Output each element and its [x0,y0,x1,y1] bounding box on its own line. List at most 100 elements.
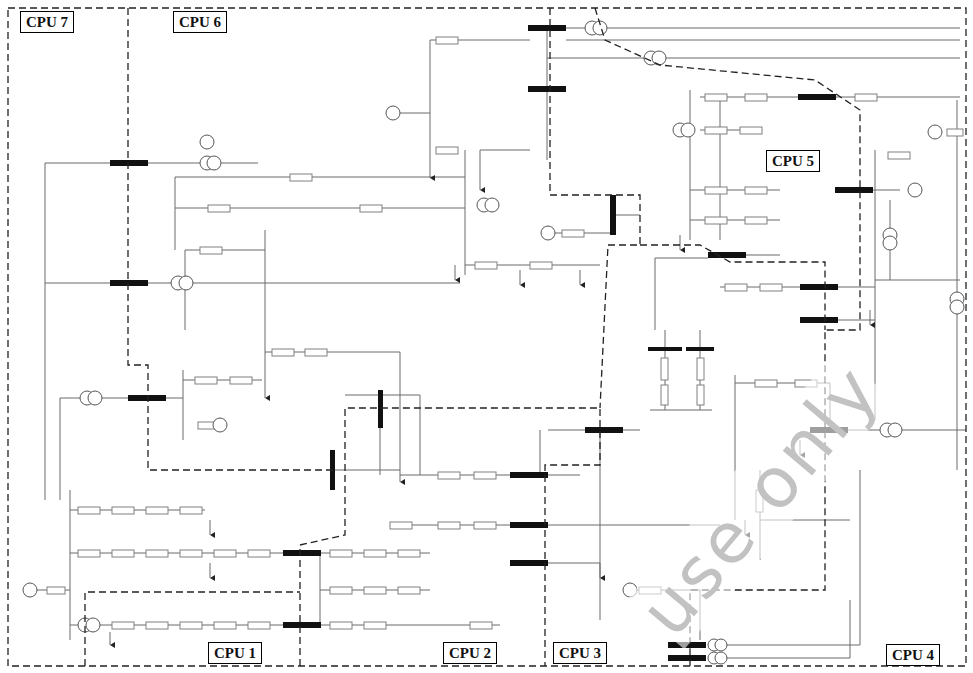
bus-bar [283,550,321,556]
bus-bar [585,427,623,433]
impedance-box [290,174,312,181]
bus-bar [528,25,566,31]
bus-bar [798,94,836,100]
impedance-box [112,622,134,629]
bus-bar [528,86,566,92]
partition-boundary [550,8,640,408]
generator-symbol [386,106,400,120]
impedance-box [360,205,382,212]
region-name: CPU 5 [772,153,814,169]
region-label: CPU 7 [20,11,74,33]
impedance-box [470,622,492,629]
transformer-symbol [715,652,727,664]
impedance-box [146,550,168,557]
impedance-box [208,205,230,212]
bus-bar [648,347,682,351]
impedance-box [438,522,460,529]
impedance-box [364,550,386,557]
impedance-box [146,507,168,514]
wire [175,177,465,250]
region-label: CPU 1 [208,642,262,664]
wire [547,28,960,160]
load-arrow [400,470,401,482]
impedance-box [474,472,496,479]
load-arrow [600,563,601,578]
load-arrow [580,270,581,285]
transformer-symbol [207,156,221,170]
impedance-box [530,262,552,269]
impedance-box [436,37,458,44]
transformer-symbol [78,21,964,664]
partition-boundary [8,8,966,666]
wire [655,255,875,330]
impedance-box [740,127,762,134]
transformer-symbol [485,198,499,212]
wire [465,150,640,275]
impedance-box [398,550,420,557]
impedance-box [214,550,236,557]
transformer-symbol [888,423,902,437]
region-name: CPU 6 [179,14,221,30]
impedance-box [112,507,134,514]
partition-boundary [8,8,966,666]
impedance-box [436,147,458,154]
region-name: CPU 2 [449,645,491,661]
impedance-box [661,358,668,380]
transformer-symbol [715,639,727,651]
impedance-box [390,522,412,529]
transformer-symbol [950,300,964,314]
impedance-box [705,187,727,194]
load-arrow [455,265,456,280]
generator-symbol [213,418,227,432]
impedance-box [745,94,767,101]
generator-symbol [908,183,922,197]
impedance-box [230,377,252,384]
partition-boundary [300,408,600,666]
impedance-box [330,587,352,594]
bus-bar [110,280,148,286]
bus-bar [835,187,873,193]
load-arrow [480,175,481,190]
partition-boundary [85,592,300,666]
bus-bar [708,252,746,258]
impedance-box [705,217,727,224]
region-label: CPU 2 [443,642,497,664]
transformer-symbol [883,236,897,250]
impedance-box [180,550,202,557]
wire [37,553,320,625]
impedance-box [180,622,202,629]
impedance-box [474,522,496,529]
impedance-box [562,230,584,237]
impedance-box [200,247,222,254]
impedance-box [364,622,386,629]
transformer-symbol [652,51,666,65]
partition-boundary [128,8,335,470]
partition-boundary [640,245,825,330]
load-arrow [520,270,521,285]
impedance-box [947,129,963,136]
bus-bar [510,472,548,478]
impedance-box [760,284,782,291]
impedance-box [398,587,420,594]
impedance-box [705,94,727,101]
load-arrow [210,520,211,535]
wire [70,490,500,640]
wire [45,283,460,284]
impedance-box [78,507,100,514]
impedance-box [330,550,352,557]
impedance-box [364,587,386,594]
impedance-box [697,358,704,380]
load-arrow [430,165,431,178]
bus-bar [800,317,838,323]
impedance-box [112,550,134,557]
bus-bar [128,395,166,401]
bus-bar [378,390,383,428]
impedance-box [272,349,294,356]
bus-bar [686,347,714,351]
generator-symbol [200,135,214,149]
impedance-box [661,385,668,405]
wire [873,150,960,420]
load-arrow [210,563,211,578]
impedance-box [697,385,704,405]
